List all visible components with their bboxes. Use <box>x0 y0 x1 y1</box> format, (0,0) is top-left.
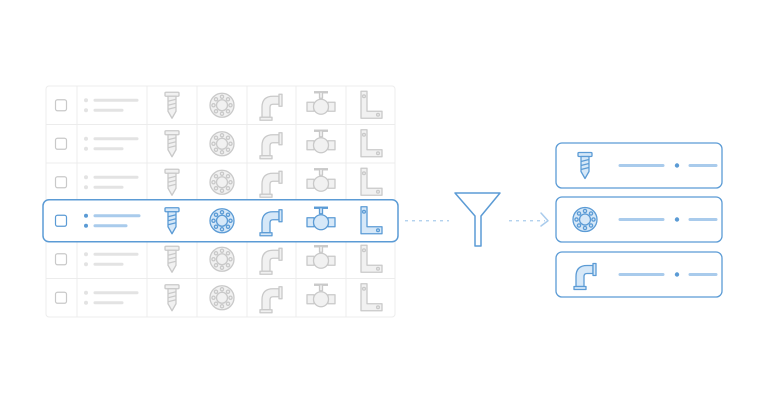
funnel-icon <box>454 192 501 247</box>
bullet-dot <box>84 300 88 305</box>
bullet-dot <box>84 146 88 151</box>
table-row[interactable] <box>54 244 383 275</box>
bullet-dot <box>84 223 88 228</box>
bullet-dot <box>84 185 88 190</box>
row-checkbox[interactable] <box>54 99 68 112</box>
chevron-arrow-icon <box>540 212 549 227</box>
table-row[interactable] <box>54 167 383 198</box>
table-row[interactable] <box>54 283 383 314</box>
table-row[interactable] <box>54 90 383 121</box>
bullet-dot <box>84 290 88 295</box>
row-checkbox[interactable] <box>54 291 68 304</box>
filter-flow <box>405 192 549 247</box>
flange-icon <box>209 208 235 234</box>
bullet-dot <box>84 175 88 180</box>
row-checkbox[interactable] <box>54 176 68 189</box>
flange-icon <box>209 169 235 195</box>
table-row[interactable] <box>54 129 383 160</box>
row-checkbox[interactable] <box>54 137 68 150</box>
bullet-dot <box>674 272 680 277</box>
bullet-dot <box>84 262 88 267</box>
bullet-dot <box>84 136 88 141</box>
selected-row <box>42 199 399 243</box>
bullet-dot <box>674 163 680 168</box>
bullet-dot <box>84 98 88 103</box>
flange-icon <box>209 285 235 311</box>
flange-icon <box>572 206 598 233</box>
flange-icon <box>209 131 235 157</box>
result-card[interactable] <box>555 251 723 298</box>
flange-icon <box>209 92 235 118</box>
row-checkbox[interactable] <box>54 253 68 266</box>
row-checkbox[interactable] <box>54 214 68 227</box>
bullet-dot <box>674 217 680 222</box>
result-card[interactable] <box>555 142 723 189</box>
result-card[interactable] <box>555 196 723 243</box>
bullet-dot <box>84 252 88 257</box>
bullet-dot <box>84 108 88 113</box>
table-row-selected[interactable] <box>42 199 399 243</box>
filtered-results <box>555 142 723 298</box>
flange-icon <box>209 246 235 272</box>
bullet-dot <box>84 213 88 218</box>
